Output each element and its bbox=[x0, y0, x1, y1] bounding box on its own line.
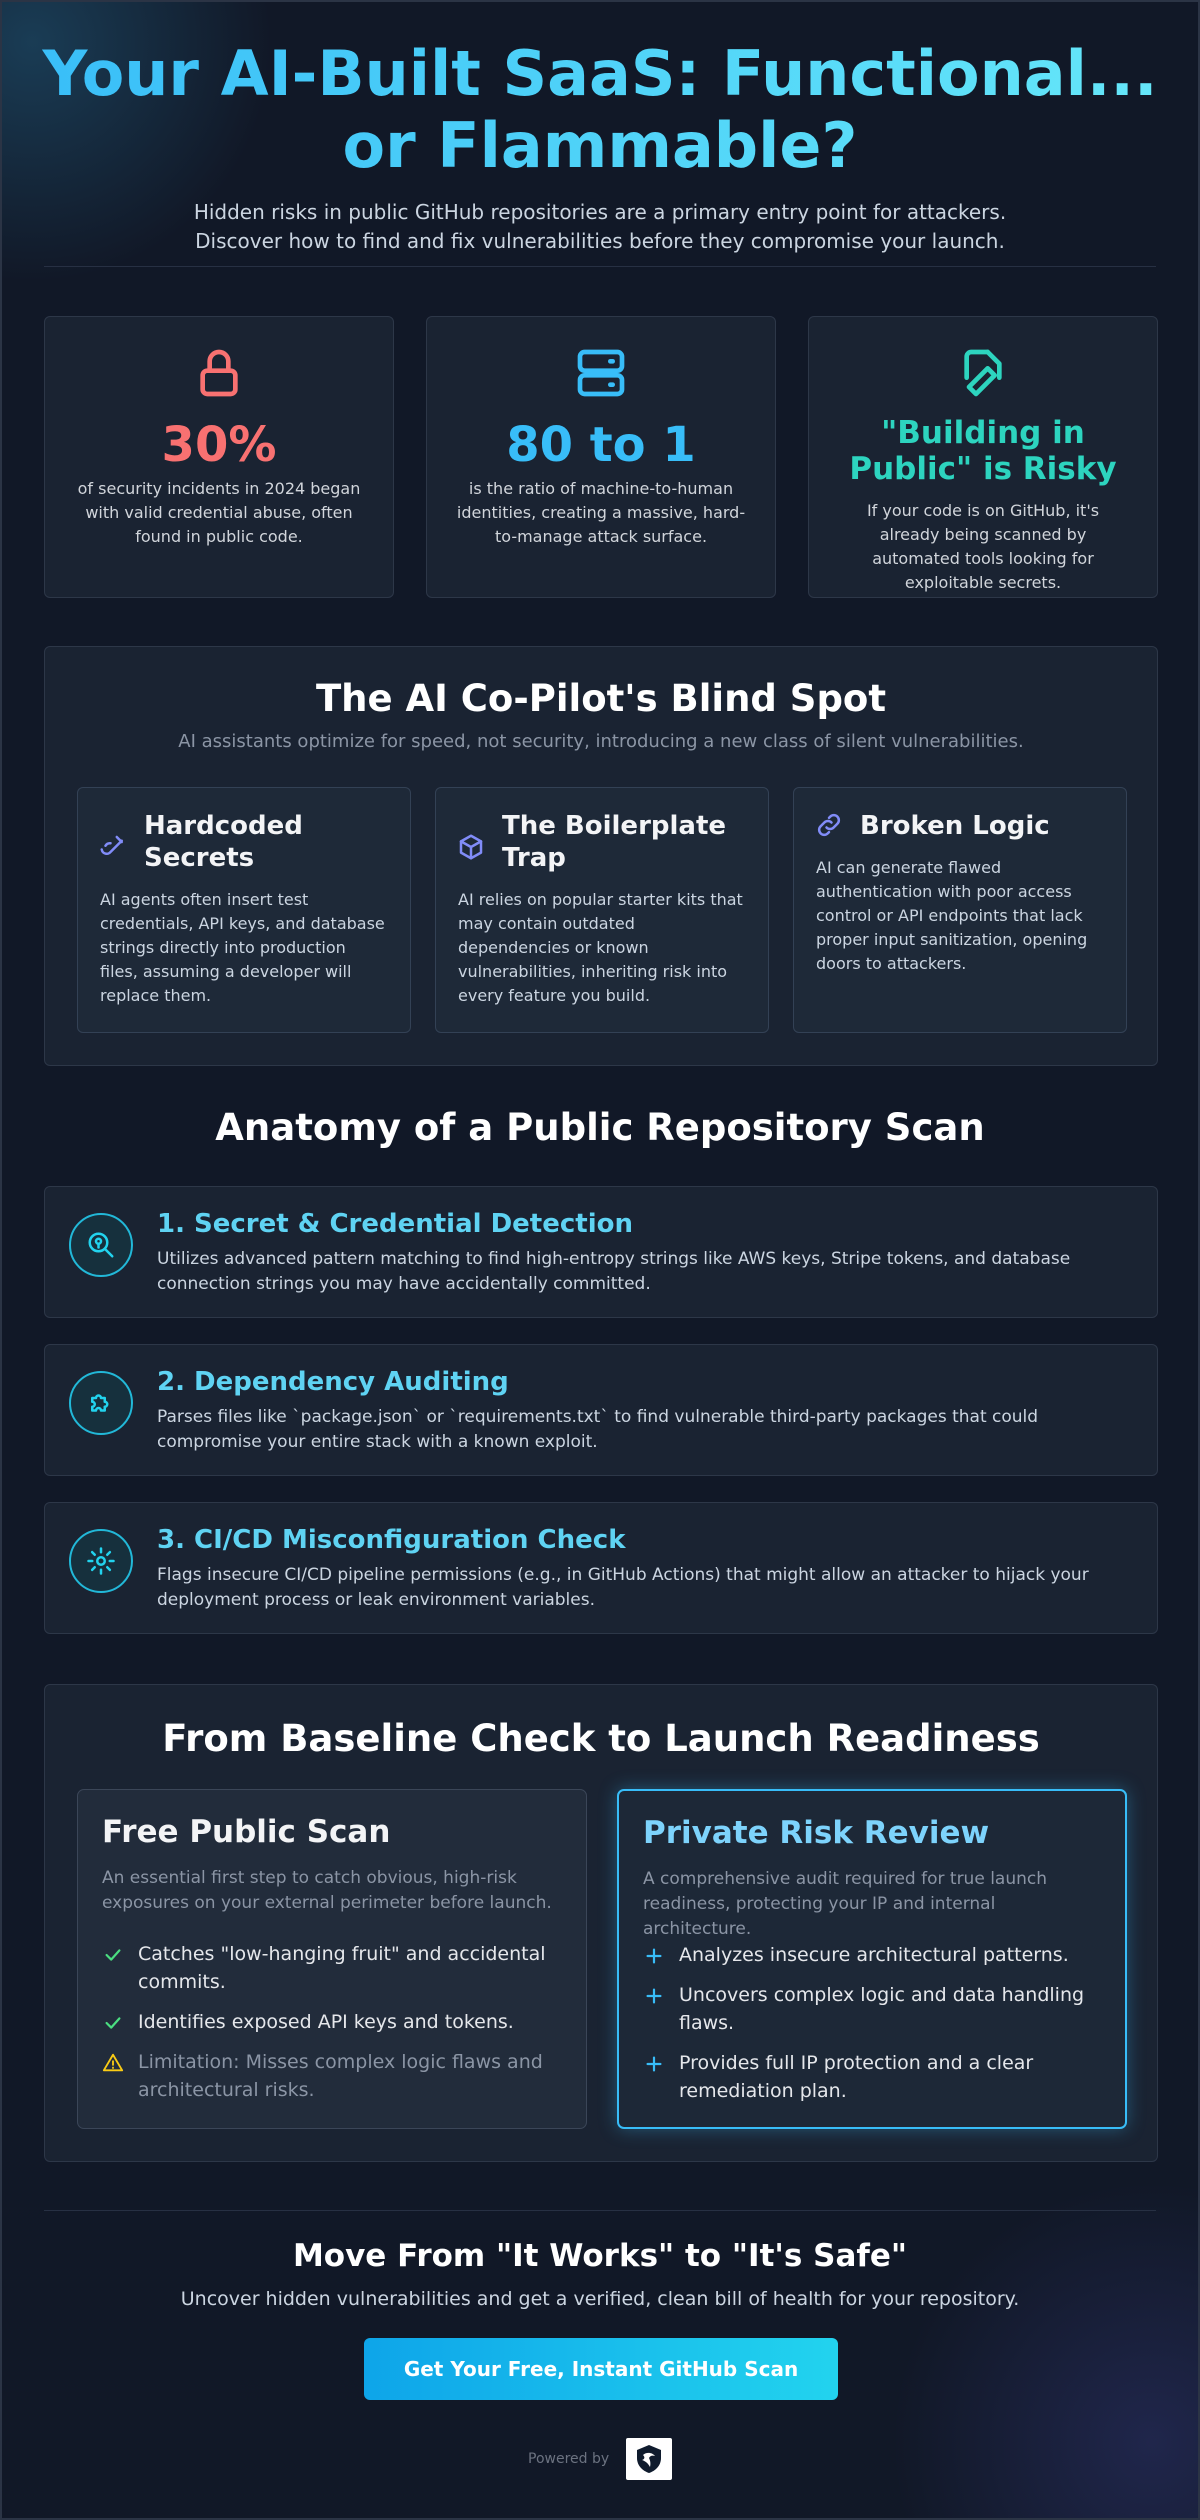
server-icon bbox=[577, 349, 625, 397]
section-subtitle: AI assistants optimize for speed, not se… bbox=[178, 731, 1024, 752]
warning-icon bbox=[102, 2053, 124, 2072]
stat-value: "Building in Public" is Risky bbox=[849, 415, 1117, 487]
risk-card-boilerplate: The Boilerplate Trap AI relies on popula… bbox=[435, 787, 769, 1033]
gear-icon bbox=[87, 1547, 115, 1575]
plans-title: From Baseline Check to Launch Readiness bbox=[162, 1717, 1040, 1760]
risk-card-description: AI relies on popular starter kits that m… bbox=[458, 890, 743, 1005]
plus-icon bbox=[646, 1948, 662, 1964]
stat-card-identities: 80 to 1 is the ratio of machine-to-human… bbox=[426, 316, 776, 598]
lock-icon bbox=[200, 349, 238, 397]
anatomy-title: Anatomy of a Public Repository Scan bbox=[215, 1106, 985, 1149]
plan-title: Private Risk Review bbox=[643, 1815, 990, 1851]
scan-step-secrets: 1. Secret & Credential Detection Utilize… bbox=[44, 1186, 1158, 1318]
get-free-scan-button[interactable]: Get Your Free, Instant GitHub Scan bbox=[364, 2338, 838, 2400]
check-icon bbox=[105, 1949, 121, 1961]
plan-feature-list: Analyzes insecure architectural patterns… bbox=[643, 1941, 1101, 2117]
plan-feature: Uncovers complex logic and data handling… bbox=[643, 1981, 1101, 2037]
check-icon bbox=[105, 2017, 121, 2029]
plan-feature-list: Catches "low-hanging fruit" and accident… bbox=[102, 1940, 562, 2116]
risk-card-title: The Boilerplate Trap bbox=[502, 811, 727, 873]
step-description: Utilizes advanced pattern matching to fi… bbox=[157, 1249, 1071, 1294]
plan-card-private: Private Risk Review A comprehensive audi… bbox=[617, 1789, 1127, 2129]
scan-step-dependencies: 2. Dependency Auditing Parses files like… bbox=[44, 1344, 1158, 1476]
plan-feature: Identifies exposed API keys and tokens. bbox=[102, 2008, 562, 2036]
plus-icon bbox=[646, 2056, 662, 2072]
shield-eagle-icon bbox=[637, 2445, 661, 2473]
search-key-icon bbox=[88, 1232, 114, 1258]
stat-description: of security incidents in 2024 began with… bbox=[77, 479, 361, 546]
risk-card-title: Broken Logic bbox=[860, 811, 1050, 841]
cta-title: Move From "It Works" to "It's Safe" bbox=[292, 2238, 908, 2274]
blind-spot-section: The AI Co-Pilot's Blind Spot AI assistan… bbox=[44, 646, 1158, 1066]
section-title: The AI Co-Pilot's Blind Spot bbox=[315, 677, 887, 720]
plan-title: Free Public Scan bbox=[102, 1814, 391, 1850]
stat-value: 80 to 1 bbox=[506, 417, 696, 473]
page-title: Your AI-Built SaaS: Functional... or Fla… bbox=[2, 38, 1198, 182]
plus-icon bbox=[646, 1988, 662, 2004]
cta-subtitle: Uncover hidden vulnerabilities and get a… bbox=[180, 2288, 1020, 2310]
divider bbox=[44, 2210, 1156, 2211]
link-icon bbox=[817, 813, 841, 837]
powered-by-label: Powered by bbox=[528, 2451, 610, 2467]
stat-description: is the ratio of machine-to-human identit… bbox=[456, 479, 746, 546]
plan-card-free: Free Public Scan An essential first step… bbox=[77, 1789, 587, 2129]
plan-description: A comprehensive audit required for true … bbox=[643, 1869, 1048, 1939]
plan-limitation: Limitation: Misses complex logic flaws a… bbox=[102, 2048, 562, 2104]
title-line-2: or Flammable? bbox=[342, 109, 858, 182]
step-description: Flags insecure CI/CD pipeline permission… bbox=[157, 1565, 1089, 1610]
risk-card-description: AI agents often insert test credentials,… bbox=[100, 890, 385, 1005]
risk-card-broken-logic: Broken Logic AI can generate flawed auth… bbox=[793, 787, 1127, 1033]
step-icon-circle bbox=[69, 1213, 133, 1277]
scan-step-cicd: 3. CI/CD Misconfiguration Check Flags in… bbox=[44, 1502, 1158, 1634]
puzzle-icon bbox=[91, 1394, 109, 1412]
stat-description: If your code is on GitHub, it's already … bbox=[866, 501, 1100, 592]
file-signature-icon bbox=[964, 349, 1002, 397]
plan-feature: Analyzes insecure architectural patterns… bbox=[643, 1941, 1101, 1969]
hero-subtitle: Hidden risks in public GitHub repositori… bbox=[193, 200, 1007, 253]
risk-card-description: AI can generate flawed authentication wi… bbox=[816, 858, 1088, 973]
stat-card-building-public: "Building in Public" is Risky If your co… bbox=[808, 316, 1158, 598]
step-title: 1. Secret & Credential Detection bbox=[157, 1209, 633, 1239]
stat-value: 30% bbox=[161, 417, 277, 473]
plan-feature: Catches "low-hanging fruit" and accident… bbox=[102, 1940, 562, 1996]
box-icon bbox=[459, 834, 483, 860]
brand-logo[interactable] bbox=[626, 2438, 672, 2480]
risk-card-title: Hardcoded Secrets bbox=[144, 811, 303, 873]
risk-card-hardcoded-secrets: Hardcoded Secrets AI agents often insert… bbox=[77, 787, 411, 1033]
step-icon-circle bbox=[69, 1529, 133, 1593]
divider bbox=[44, 266, 1156, 267]
plan-description: An essential first step to catch obvious… bbox=[102, 1868, 552, 1913]
step-icon-circle bbox=[69, 1371, 133, 1435]
stat-card-credentials: 30% of security incidents in 2024 began … bbox=[44, 316, 394, 598]
title-line-1: Your AI-Built SaaS: Functional... bbox=[42, 37, 1158, 110]
step-title: 2. Dependency Auditing bbox=[157, 1367, 509, 1397]
step-description: Parses files like `package.json` or `req… bbox=[157, 1407, 1039, 1452]
hero-section: Your AI-Built SaaS: Functional... or Fla… bbox=[2, 2, 1198, 256]
step-title: 3. CI/CD Misconfiguration Check bbox=[157, 1525, 626, 1555]
key-icon bbox=[100, 835, 123, 855]
plans-section: From Baseline Check to Launch Readiness … bbox=[44, 1684, 1158, 2162]
plan-feature: Provides full IP protection and a clear … bbox=[643, 2049, 1101, 2105]
